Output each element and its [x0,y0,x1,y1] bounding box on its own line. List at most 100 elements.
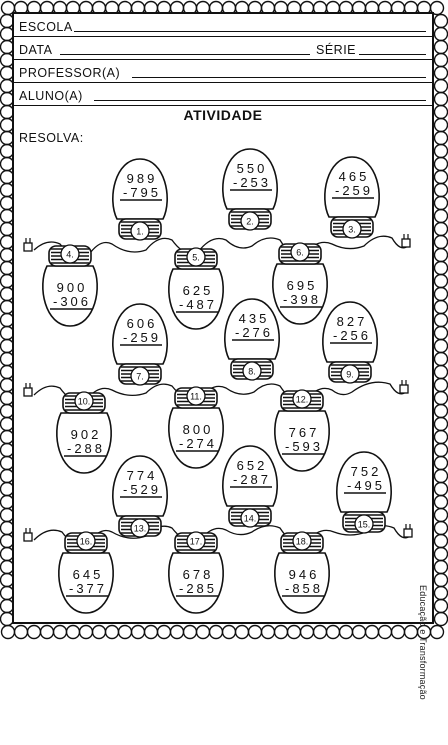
fill-in-line [359,54,426,55]
page-title: ATIVIDADE [183,107,263,123]
problem-number-badge: 17. [186,531,206,551]
light-bulb-garland: 1.989-7952.550-2533.465-2594.900-3065.62… [23,148,413,614]
problem-bulb: 12. 767-593 [274,389,330,472]
problem-number: 6. [296,248,304,258]
problem-number-badge: 7. [130,366,150,386]
fill-in-line [132,77,426,78]
bulb-glass [324,156,380,218]
plug-icon [399,380,409,394]
subtrahend: -495 [347,478,385,493]
problem-bulb: 1. 989-795 [112,158,168,241]
problem-bulb: 14.652-287 [222,445,278,528]
bulb-glass [272,263,328,325]
problem-bulb: 4.900-306 [42,244,98,327]
problem-number: 15. [358,520,371,530]
problem-bulb: 9. 827-256 [322,301,378,384]
bulb-glass [42,265,98,327]
problem-number: 14. [244,514,257,524]
problem-number-badge: 14. [240,508,260,528]
problem-bulb: 8.435-276 [224,298,280,381]
minuend: 767 [289,425,320,440]
problem-bulb: 13.774-529 [112,455,168,538]
bulb-glass [112,158,168,220]
bulb-glass [168,552,224,614]
minuend: 465 [339,169,370,184]
data-label: DATA [19,43,53,57]
problem-number: 1. [136,227,144,237]
subtrahend: -593 [285,439,323,454]
subtrahend: -487 [179,297,217,312]
aluno-label: ALUNO(A) [19,89,83,103]
subtrahend: -288 [67,441,105,456]
fill-in-line [60,54,310,55]
problem-bulb: 17.678-285 [168,531,224,614]
problem-number: 13. [134,524,147,534]
subtrahend: -287 [233,472,271,487]
subtrahend: -274 [179,436,217,451]
problem-number: 5. [192,253,200,263]
problem-number: 2. [246,217,254,227]
problem-number-badge: 12. [292,389,312,409]
problem-number-badge: 6. [290,242,310,262]
problem-bulb: 3. 465-259 [324,156,380,239]
problem-number-badge: 10. [74,391,94,411]
bulb-glass [168,268,224,330]
subtrahend: -259 [123,330,161,345]
subtrahend: -795 [123,185,161,200]
minuend: 678 [183,567,214,582]
problem-bulb: 6. 695-398 [272,242,328,325]
problem-number-badge: 15. [354,514,374,534]
problem-bulb: 15. 752-495 [336,451,392,534]
problem-number: 7. [136,372,144,382]
subtrahend: -306 [53,294,91,309]
minuend: 946 [289,567,320,582]
plug-icon [23,238,33,252]
bulb-glass [336,451,392,513]
credit-text: Educação e Transformação [418,585,428,700]
data-line: DATA SÉRIE [14,37,432,60]
subtrahend: -858 [285,581,323,596]
problem-number-badge: 2. [240,211,260,231]
minuend: 550 [237,161,268,176]
subtrahend: -398 [283,292,321,307]
subtrahend: -256 [333,328,371,343]
problem-bulb: 7.606-259 [112,303,168,386]
problem-number: 11. [190,392,202,402]
subtrahend: -259 [335,183,373,198]
plug-icon [403,524,413,538]
problem-number: 4. [66,250,74,260]
bulb-glass [112,455,168,517]
bulb-glass [58,552,114,614]
problem-number-badge: 9. [340,364,360,384]
minuend: 435 [239,311,270,326]
bulb-glass [274,552,330,614]
escola-label: ESCOLA [19,20,73,34]
problem-number: 18. [296,537,309,547]
subtrahend: -253 [233,175,271,190]
professor-label: PROFESSOR(A) [19,66,121,80]
problem-bulb: 11.800-274 [168,386,224,469]
minuend: 625 [183,283,214,298]
minuend: 752 [351,464,382,479]
problem-number: 9. [346,370,354,380]
minuend: 695 [287,278,318,293]
problem-number-badge: 4. [60,244,80,264]
problem-bulb: 2. 550-253 [222,148,278,231]
minuend: 902 [71,427,102,442]
bulb-glass [222,148,278,210]
plug-icon [401,234,411,248]
problem-number-badge: 18. [292,531,312,551]
instruction-text: RESOLVA: [19,131,84,145]
fill-in-line [94,100,426,101]
minuend: 989 [127,171,158,186]
problem-number: 3. [348,225,356,235]
aluno-line: ALUNO(A) [14,83,432,106]
minuend: 827 [337,314,368,329]
problem-number-badge: 11. [186,386,206,406]
minuend: 774 [127,468,158,483]
problem-bulb: 5. 625-487 [168,247,224,330]
problem-number: 10. [78,397,91,407]
problem-bulb: 16.645-377 [58,531,114,614]
problem-number-badge: 16. [76,531,96,551]
problem-number-badge: 13. [130,518,150,538]
